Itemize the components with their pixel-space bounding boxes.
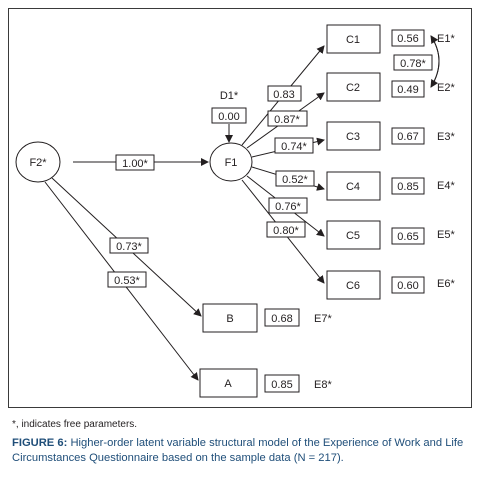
c5-error-value: 0.65 (397, 231, 418, 243)
c2-label: C2 (346, 82, 360, 94)
c2-error-box (391, 80, 425, 98)
loading-c6: 0.80* (273, 225, 299, 237)
d1-value-box (211, 107, 247, 124)
covariance-e1-e2-box (393, 54, 433, 71)
c4-label: C4 (346, 181, 360, 193)
loading-c2: 0.87* (274, 114, 300, 126)
c6-node (326, 270, 381, 300)
loading-c4-box (275, 170, 315, 187)
c5-node (326, 220, 381, 250)
loading-c1: 0.83 (273, 89, 294, 101)
figure-frame (8, 8, 472, 408)
path-f2-f1-value: 1.00* (122, 158, 148, 170)
path-f2-b-value: 0.73* (116, 241, 142, 253)
covariance-e1-e2-value: 0.78* (400, 58, 426, 70)
c5-error-box (391, 227, 425, 245)
c3-error-label: E3* (437, 131, 455, 143)
d1-label: D1* (220, 90, 239, 102)
c5-error-label: E5* (437, 229, 455, 241)
covariance-e1-e2-arc-start (430, 35, 440, 88)
f1-label: F1 (225, 157, 238, 169)
c4-node (326, 171, 381, 201)
c5-label: C5 (346, 230, 360, 242)
loading-c5-box (268, 197, 308, 214)
b-error-value: 0.68 (271, 313, 292, 325)
c2-error-value: 0.49 (397, 84, 418, 96)
c1-label: C1 (346, 34, 360, 46)
c1-error-value: 0.56 (397, 33, 418, 45)
loading-c1-box (267, 85, 302, 102)
c1-error-box (391, 29, 425, 47)
loading-c5: 0.76* (275, 201, 301, 213)
c2-error-label: E2* (437, 82, 455, 94)
caption-sample-size: N = 217 (297, 452, 337, 464)
c1-node (326, 24, 381, 54)
c6-error-label: E6* (437, 278, 455, 290)
loading-c3: 0.74* (281, 141, 307, 153)
path-f2-b-box (109, 237, 149, 254)
b-node (202, 303, 258, 333)
loading-c2-box (267, 110, 308, 127)
loading-c6-box (266, 221, 306, 238)
d1-value: 0.00 (218, 111, 239, 123)
a-label: A (224, 378, 232, 390)
caption-label: FIGURE 6: (12, 437, 68, 449)
a-error-value: 0.85 (271, 379, 292, 391)
caption-text: Higher-order latent variable structural … (12, 437, 464, 464)
c6-error-box (391, 276, 425, 294)
b-error-label: E7* (314, 313, 332, 325)
c6-label: C6 (346, 280, 360, 292)
structural-model-diagram: F2* F1 D1* 0.00 1.00* 0.73* 0.53* B 0.68… (15, 24, 455, 398)
c3-error-box (391, 127, 425, 145)
c3-error-value: 0.67 (397, 131, 418, 143)
b-error-box (264, 308, 300, 327)
c4-error-box (391, 177, 425, 195)
f2-node (15, 141, 61, 183)
c4-error-label: E4* (437, 180, 455, 192)
b-label: B (226, 313, 233, 325)
loading-c4: 0.52* (282, 174, 308, 186)
path-f2-a-value: 0.53* (114, 275, 140, 287)
a-error-box (264, 374, 300, 393)
c3-label: C3 (346, 131, 360, 143)
c2-node (326, 72, 381, 102)
c1-error-label: E1* (437, 33, 455, 45)
path-f2-a-box (107, 271, 147, 288)
caption-close: ). (336, 452, 344, 464)
c4-error-value: 0.85 (397, 181, 418, 193)
c3-node (326, 121, 381, 151)
f1-node (209, 142, 253, 182)
a-node (199, 368, 258, 398)
loading-c3-box (274, 137, 314, 154)
figure-caption: FIGURE 6: Higher-order latent variable s… (12, 436, 472, 466)
figure-footnote: *, indicates free parameters. (12, 419, 138, 430)
c6-error-value: 0.60 (397, 280, 418, 292)
a-error-label: E8* (314, 379, 332, 391)
f2-label: F2* (29, 157, 47, 169)
